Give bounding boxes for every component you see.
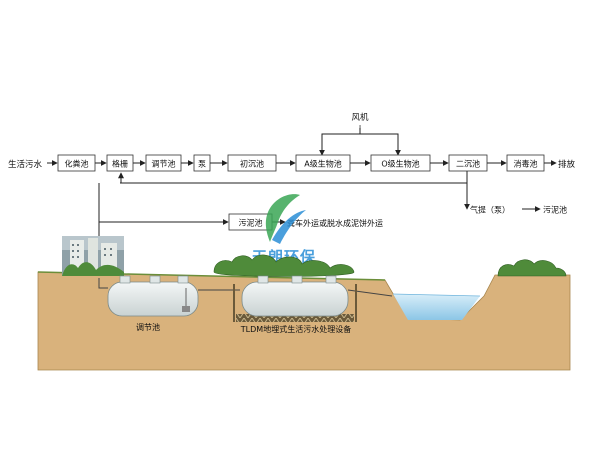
airlift-label: 气提（泵） (470, 205, 510, 215)
equalization-tank-unit (107, 275, 199, 317)
equipment-section-label: TLDM地埋式生活污水处理设备 (240, 324, 351, 334)
flow-chart: 生活污水 化粪池 格栅 调节池 泵 初沉池 A级生物池 O级生物池 (8, 112, 576, 286)
treatment-equipment-unit (233, 275, 357, 322)
secondary-settling-box: 二沉池 (448, 154, 488, 172)
sludge-tank-label: 污泥池 (239, 218, 263, 228)
equalization-tank-label: 调节池 (152, 159, 176, 169)
equalization-tank-box: 调节池 (145, 154, 182, 172)
o-tank-label: O级生物池 (381, 159, 419, 169)
blower-label: 风机 (351, 112, 369, 123)
disinfection-label: 消毒池 (514, 159, 538, 169)
cross-section: 调节池 TLDM地埋式生活污水处理设备 (37, 236, 571, 371)
o-tank-box: O级生物池 (370, 154, 431, 172)
pump-box: 泵 (193, 154, 211, 172)
water-channel (393, 294, 480, 320)
septic-tank-box: 化粪池 (57, 154, 96, 172)
discharge-label: 排放 (558, 159, 576, 170)
secondary-settling-label: 二沉池 (456, 159, 480, 169)
return-sludge-tank-label: 污泥池 (543, 205, 567, 215)
septic-tank-label: 化粪池 (65, 159, 89, 169)
a-tank-label: A级生物池 (304, 159, 341, 169)
grille-label: 格栅 (112, 159, 128, 169)
grille-box: 格栅 (106, 154, 134, 172)
blower-marker: I (359, 124, 361, 132)
leaf-icon (265, 194, 306, 244)
bushes-right (497, 259, 567, 277)
buildings-image (62, 236, 124, 276)
bushes-middle (213, 254, 355, 277)
sludge-disposal-label: 粪车外运或脱水成泥饼外运 (287, 218, 383, 228)
equalization-section-label: 调节池 (136, 322, 160, 332)
sludge-tank-box: 污泥池 (228, 213, 273, 231)
disinfection-box: 消毒池 (506, 154, 545, 172)
primary-settling-box: 初沉池 (227, 154, 277, 172)
primary-settling-label: 初沉池 (240, 159, 264, 169)
source-label: 生活污水 (8, 159, 43, 170)
pump-label: 泵 (198, 160, 206, 169)
a-tank-box: A级生物池 (295, 154, 351, 172)
